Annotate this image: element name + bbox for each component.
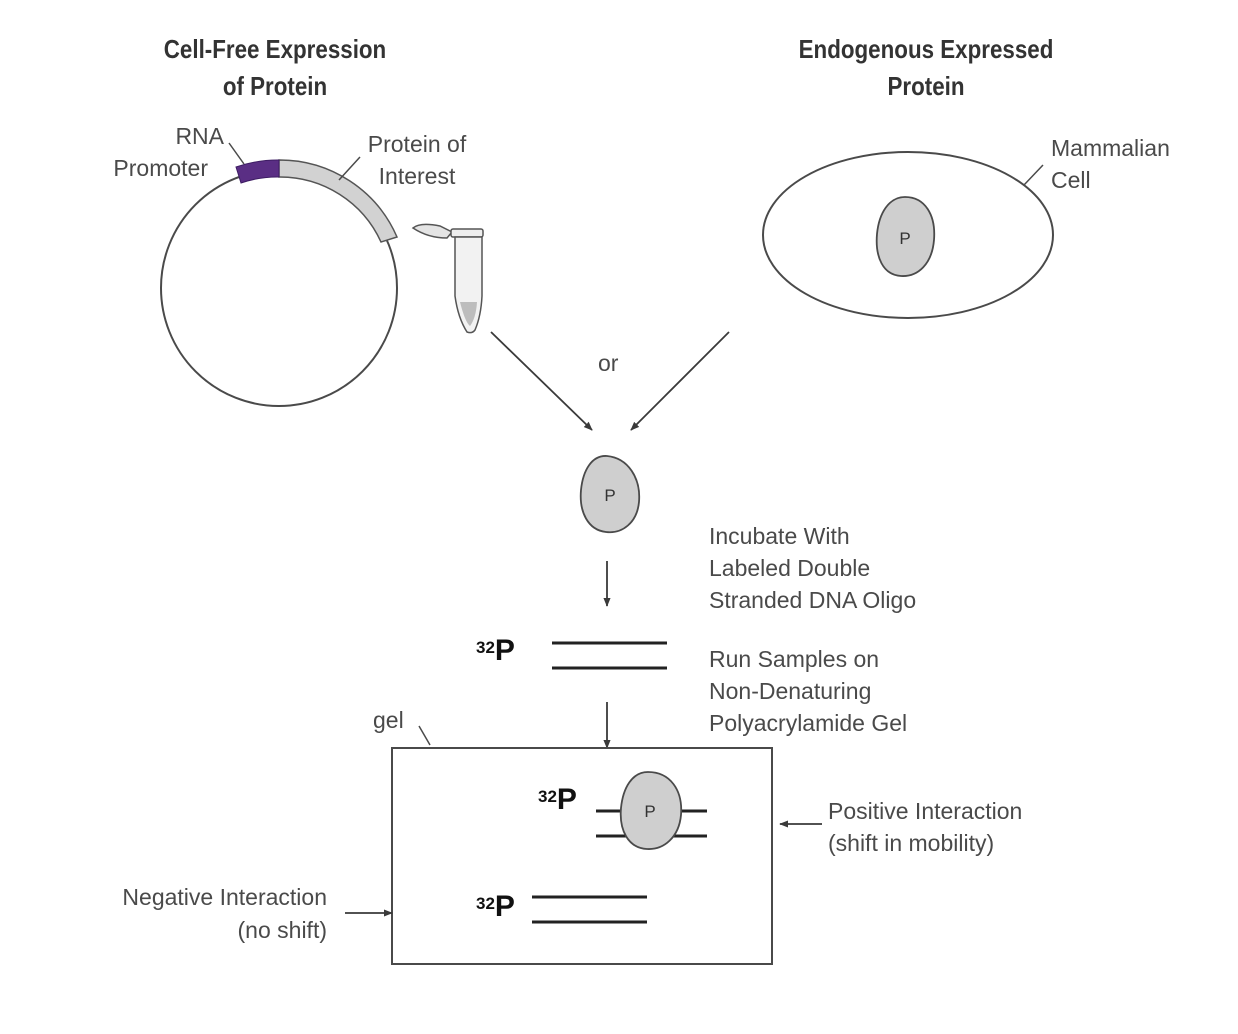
protein-of-interest-label-line1: Protein of — [367, 131, 467, 157]
negative-interaction-line2: (no shift) — [237, 917, 327, 943]
protein-of-interest-leader — [338, 156, 361, 181]
rna-promoter-label-line1: RNA — [175, 123, 224, 149]
run-samples-step-line1: Run Samples on — [709, 646, 880, 672]
protein-marker-center: P — [604, 486, 615, 505]
endogenous-heading-line1: Endogenous Expressed — [798, 34, 1054, 64]
arrow-from-tube — [490, 331, 593, 431]
cell-free-heading-line1: Cell-Free Expression — [163, 34, 387, 64]
cell-free-heading-line2: of Protein — [222, 71, 328, 101]
microcentrifuge-tube-icon — [411, 223, 484, 334]
protein-of-interest-label-line2: Interest — [378, 163, 456, 189]
mammalian-cell — [762, 151, 1054, 319]
incubate-step-line1: Incubate With — [709, 523, 850, 549]
protein-marker-gel: P — [644, 802, 655, 821]
cell-membrane — [762, 151, 1054, 319]
positive-interaction-line1: Positive Interaction — [828, 798, 1023, 824]
gel-label: gel — [373, 707, 404, 733]
positive-interaction-line2: (shift in mobility) — [828, 830, 995, 856]
protein-of-interest-gene — [278, 159, 399, 243]
radiolabel-symbol: P — [494, 890, 515, 923]
radiolabel-symbol: P — [556, 783, 577, 816]
mammalian-cell-leader — [1023, 164, 1044, 186]
run-samples-step-line3: Polyacrylamide Gel — [709, 710, 908, 736]
bound-protein-blob — [619, 771, 683, 850]
endogenous-heading-line2: Protein — [887, 71, 965, 101]
radiolabel-mass: 32 — [538, 787, 557, 806]
rna-promoter-segment — [235, 159, 280, 184]
endogenous-protein-blob — [875, 196, 936, 277]
rna-promoter-leader — [228, 142, 245, 165]
or-label: or — [598, 350, 619, 376]
gel-leader — [418, 725, 431, 746]
expressed-protein-blob — [579, 455, 641, 534]
plasmid — [160, 142, 399, 407]
radiolabel-shifted-band: 32P — [538, 783, 577, 817]
rna-promoter-label-line2: Promoter — [113, 155, 208, 181]
radiolabel-free-band: 32P — [476, 890, 515, 924]
protein-marker-cell: P — [899, 229, 910, 248]
radiolabel-mass: 32 — [476, 894, 495, 913]
run-samples-step-line2: Non-Denaturing — [709, 678, 872, 704]
arrow-from-cell — [630, 331, 730, 431]
radiolabel-oligo: 32P — [476, 634, 515, 668]
negative-interaction-line1: Negative Interaction — [122, 884, 327, 910]
gel-box — [391, 747, 773, 965]
radiolabel-mass: 32 — [476, 638, 495, 657]
radiolabel-symbol: P — [494, 634, 515, 667]
incubate-step-line2: Labeled Double — [709, 555, 871, 581]
incubate-step-line3: Stranded DNA Oligo — [709, 587, 917, 613]
mammalian-cell-label-line1: Mammalian — [1051, 135, 1170, 161]
mammalian-cell-label-line2: Cell — [1051, 167, 1091, 193]
